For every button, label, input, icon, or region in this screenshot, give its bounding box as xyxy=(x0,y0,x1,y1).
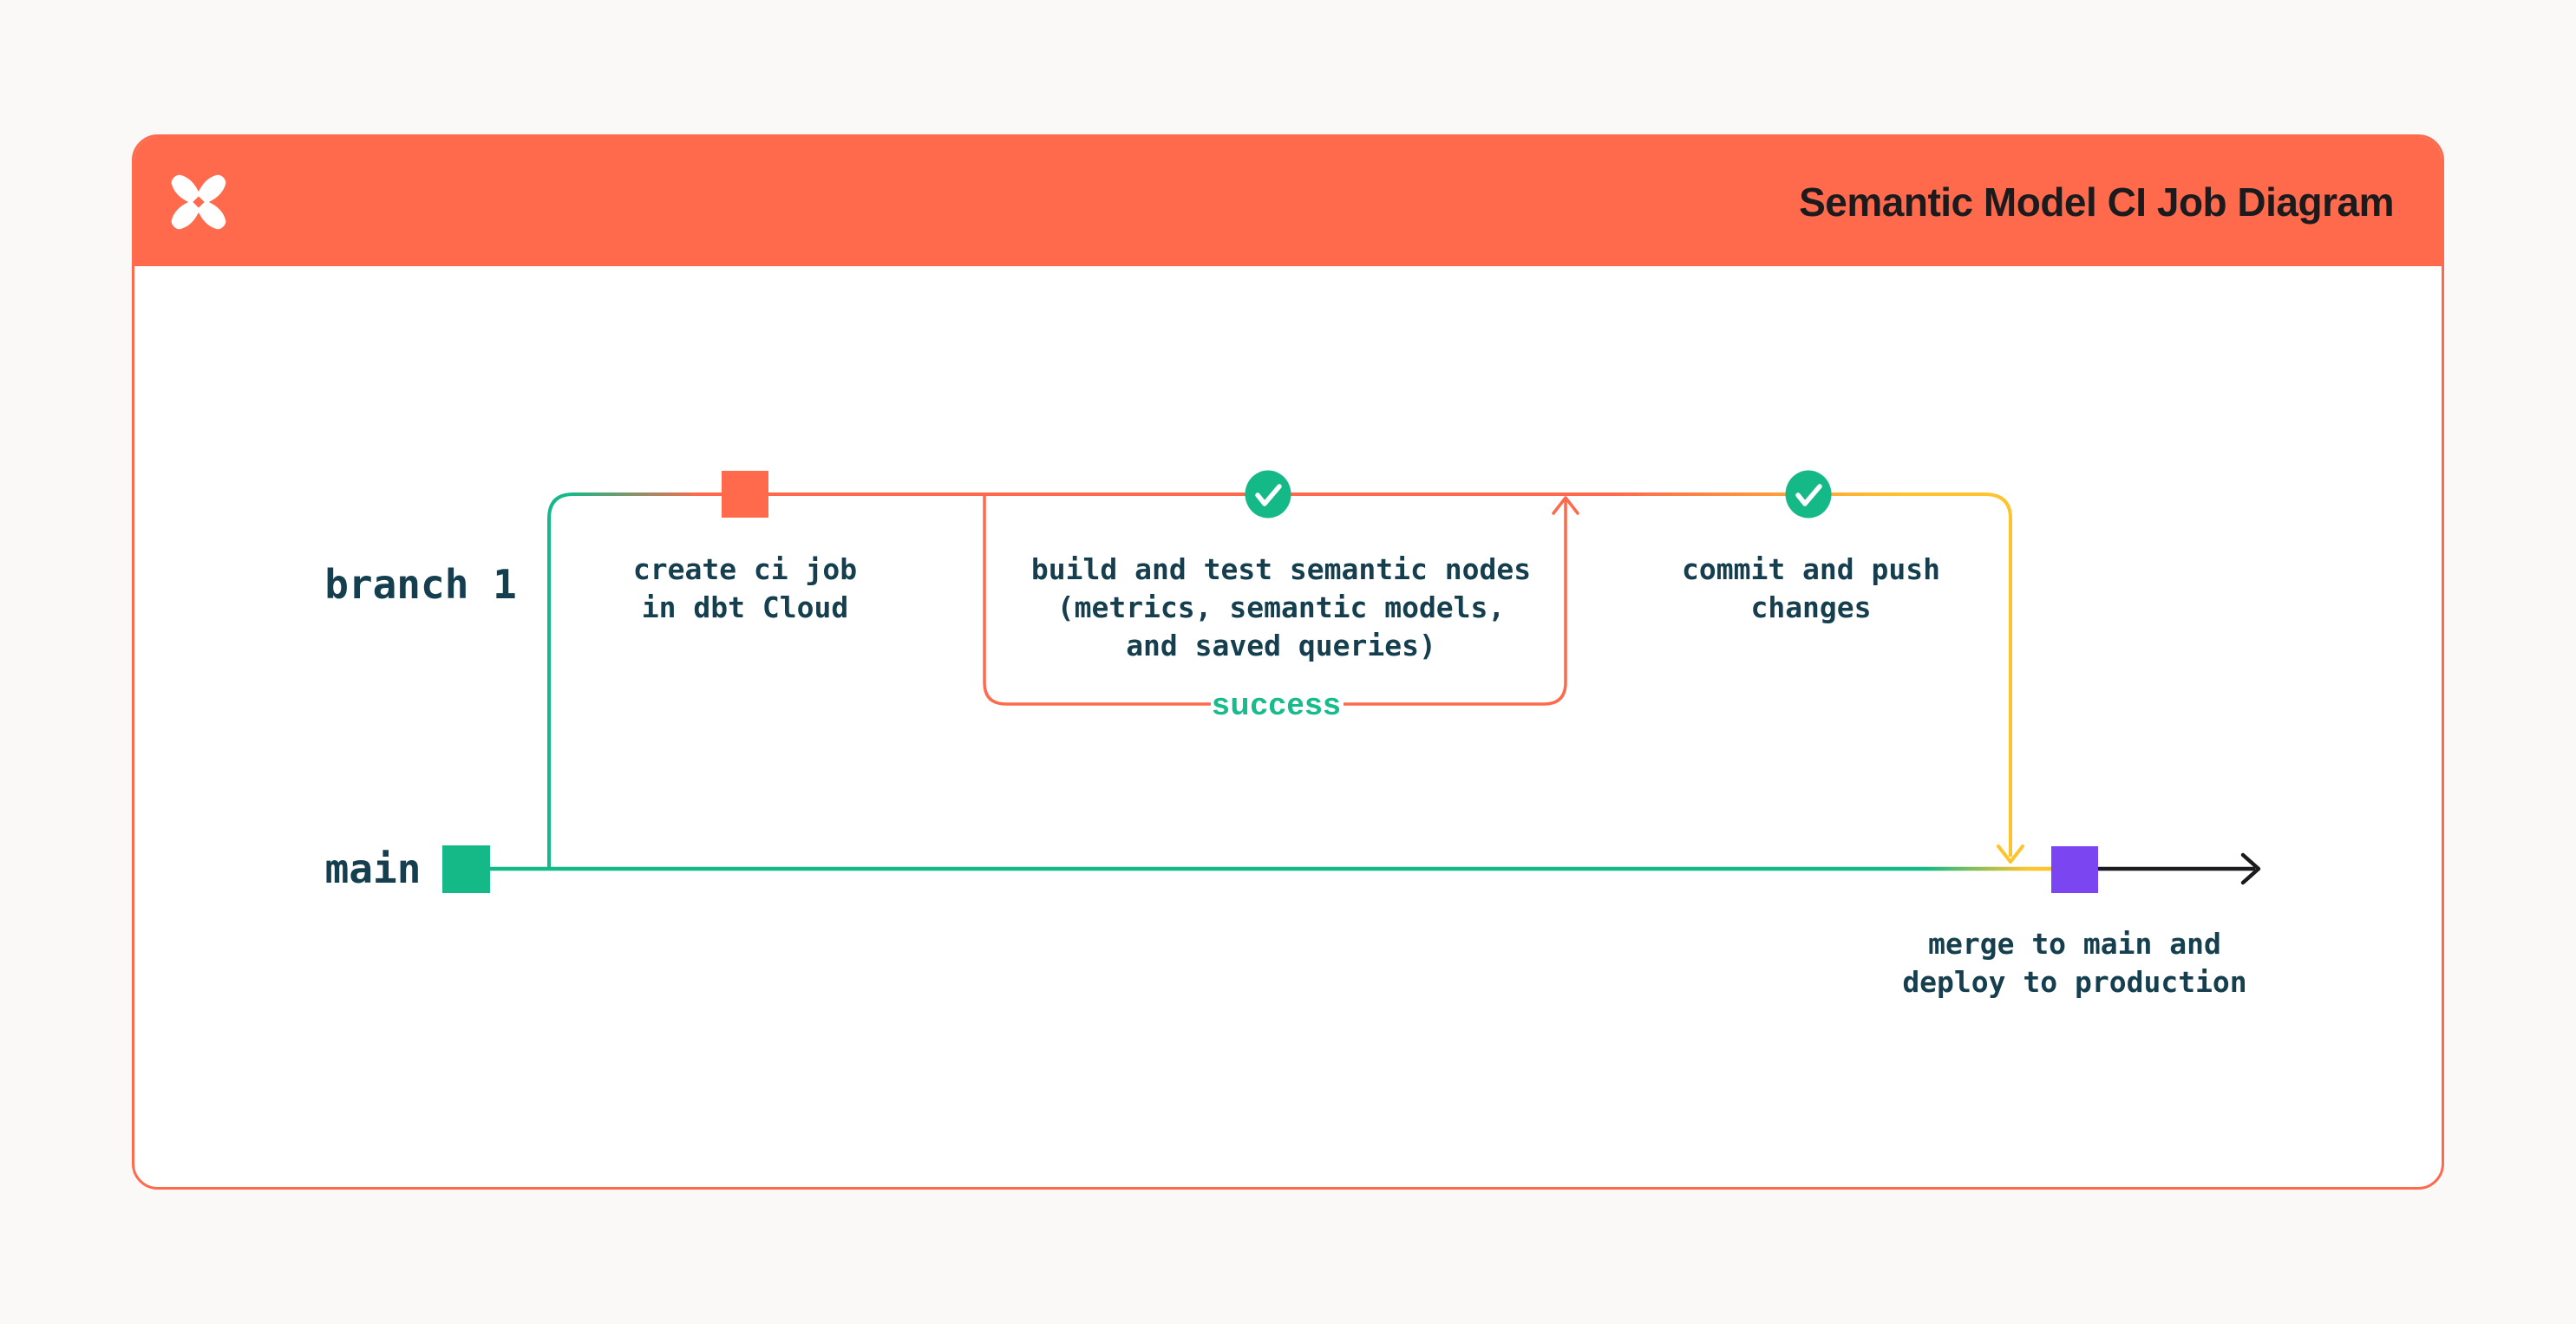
page-title: Semantic Model CI Job Diagram xyxy=(1799,179,2394,225)
dbt-logo-icon xyxy=(171,174,226,229)
header-bar: Semantic Model CI Job Diagram xyxy=(134,137,2442,266)
diagram-card: Semantic Model CI Job Diagram xyxy=(132,134,2444,1190)
